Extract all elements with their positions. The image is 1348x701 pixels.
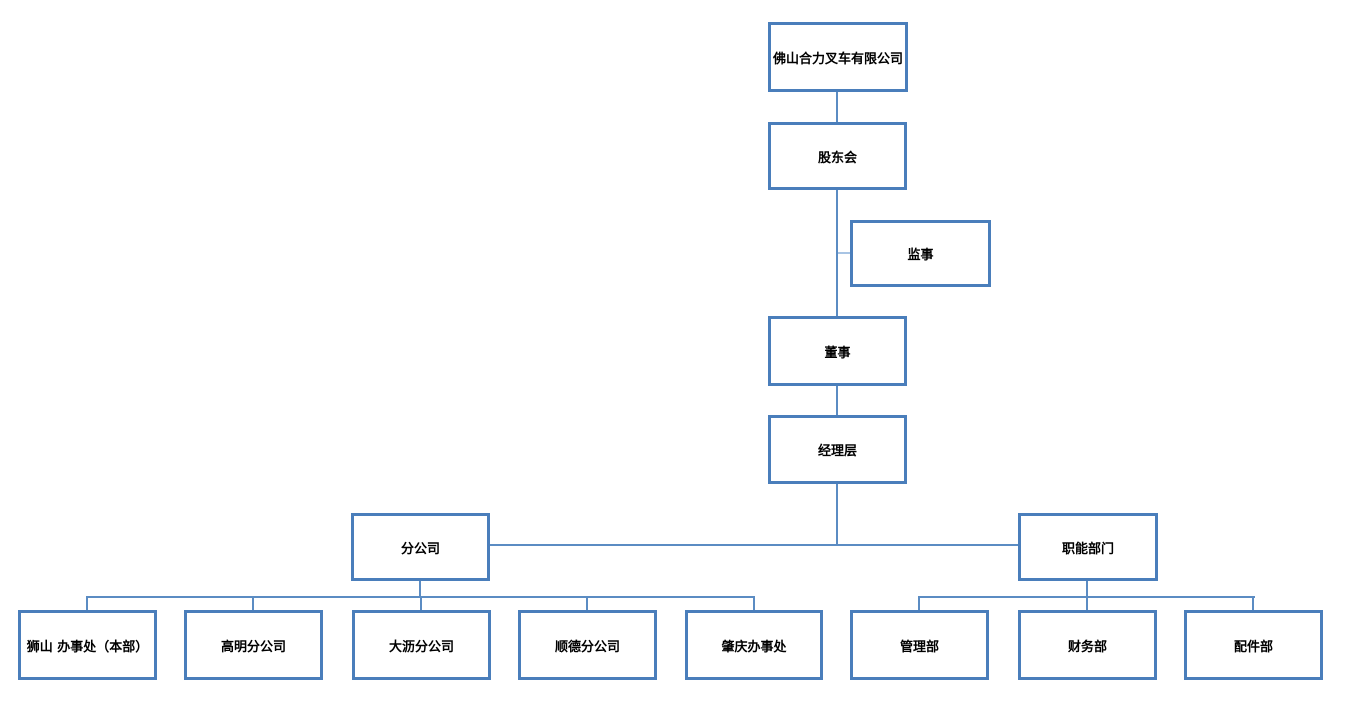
connector-stub-shishan [86,598,88,610]
org-node-management-level: 经理层 [768,415,907,484]
org-node-board-director: 董事 [768,316,907,386]
connector-stub-gaoming [252,598,254,610]
connector-functional-drop [1086,581,1088,597]
org-node-finance-dept: 财务部 [1018,610,1157,680]
connector-stub-shunde [586,598,588,610]
org-node-zhaoqing-office: 肇庆办事处 [685,610,823,680]
connector-stub-parts-dept [1252,598,1254,610]
org-node-branch-companies: 分公司 [351,513,490,581]
org-node-shunde-branch: 顺德分公司 [518,610,657,680]
org-node-shishan-office-hq: 狮山 办事处（本部） [18,610,157,680]
connector-mid-rail [490,544,1018,546]
connector-stub-management-dept [918,598,920,610]
org-node-functional-departments: 职能部门 [1018,513,1158,581]
org-node-shareholders-meeting: 股东会 [768,122,907,190]
org-node-parts-dept: 配件部 [1184,610,1323,680]
connector-left-rail [86,596,755,598]
org-node-supervisor: 监事 [850,220,991,287]
org-node-management-dept: 管理部 [850,610,989,680]
connector-branches-drop [419,581,421,597]
org-node-gaoming-branch: 高明分公司 [184,610,323,680]
connector-stub-zhaoqing [753,598,755,610]
connector-company-shareholders [836,92,838,122]
connector-stub-finance-dept [1086,598,1088,610]
connector-right-rail [918,596,1255,598]
connector-supervisor-branch [838,252,850,254]
org-node-dali-branch: 大沥分公司 [352,610,491,680]
org-node-company: 佛山合力叉车有限公司 [768,22,908,92]
connector-director-management [836,386,838,415]
connector-stub-dali [420,598,422,610]
connector-shareholders-director [836,190,838,316]
connector-management-drop [836,484,838,546]
